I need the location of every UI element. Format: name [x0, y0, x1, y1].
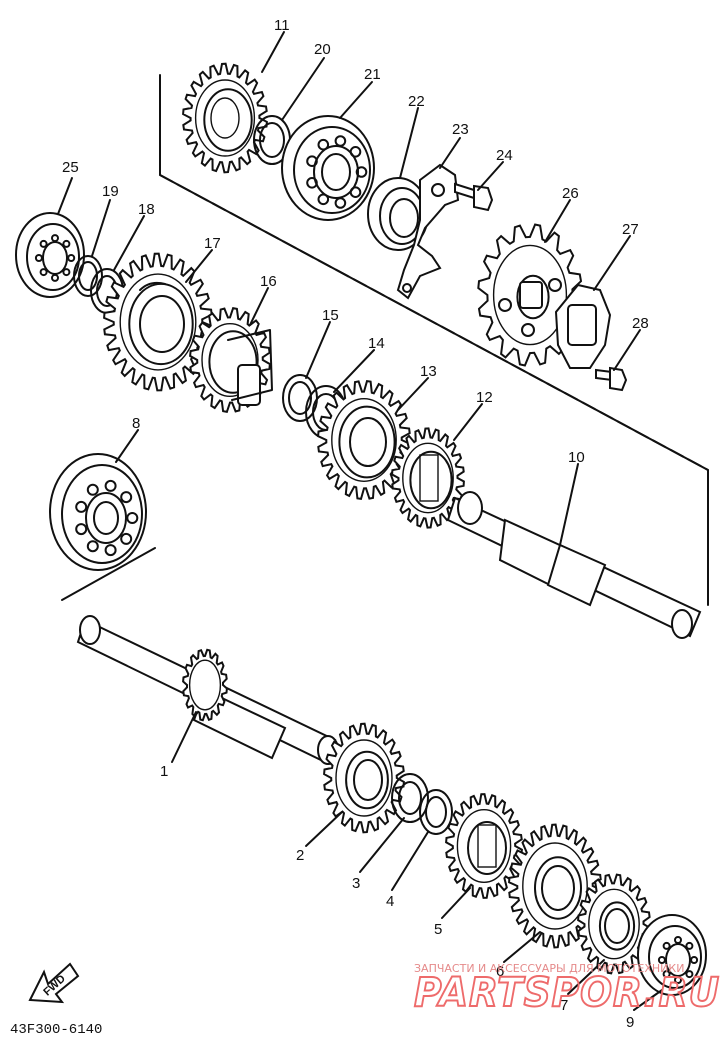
label-part-2: 2: [296, 847, 304, 864]
label-part-5: 5: [434, 921, 442, 938]
label-part-10: 10: [568, 449, 585, 466]
part-3-washer: [391, 773, 429, 823]
label-part-18: 18: [138, 201, 155, 218]
label-part-28: 28: [632, 315, 649, 332]
part-21-bearing: [281, 115, 375, 221]
part-10-drive-axle: [446, 491, 702, 639]
label-part-12: 12: [476, 389, 493, 406]
part-4-circlip: [419, 789, 453, 835]
label-part-27: 27: [622, 221, 639, 238]
label-part-25: 25: [62, 159, 79, 176]
part-9-bearing: [637, 914, 707, 996]
part-11-gear: [182, 62, 268, 174]
label-part-16: 16: [260, 273, 277, 290]
part-12-gear: [391, 427, 465, 529]
label-part-23: 23: [452, 121, 469, 138]
part-7-gear: [577, 873, 651, 975]
part-17-gear: [103, 252, 213, 392]
part-5-gear: [445, 793, 523, 899]
part-24-bolt: [454, 182, 494, 212]
label-part-3: 3: [352, 875, 360, 892]
part-2-gear: [323, 722, 405, 834]
label-part-17: 17: [204, 235, 221, 252]
part-16-gear: [189, 307, 273, 413]
label-part-24: 24: [496, 147, 513, 164]
label-part-1: 1: [160, 763, 168, 780]
part-8-bearing: [49, 453, 147, 571]
label-part-11: 11: [274, 17, 290, 34]
part-27-lock-washer: [554, 283, 612, 369]
label-part-22: 22: [408, 93, 425, 110]
label-part-26: 26: [562, 185, 579, 202]
part-code: 43F300-6140: [10, 1022, 102, 1038]
assembly-frame: [61, 74, 709, 606]
label-part-21: 21: [364, 66, 381, 83]
label-part-7: 7: [560, 997, 568, 1014]
leader-lines: [57, 31, 663, 1011]
label-part-14: 14: [368, 335, 385, 352]
watermark-tagline: ЗАПЧАСТИ И АКСЕССУАРЫ ДЛЯ МОТОТЕХНИКИ: [414, 962, 684, 975]
label-part-20: 20: [314, 41, 331, 58]
label-part-8: 8: [132, 415, 140, 432]
part-15-circlip: [282, 374, 318, 422]
part-13-gear: [317, 379, 411, 501]
watermark: ЗАПЧАСТИ И АКСЕССУАРЫ ДЛЯ МОТОТЕХНИКИ PA…: [413, 962, 720, 1017]
label-part-13: 13: [420, 363, 437, 380]
part-labels: 11 20 21 22 23 24 25 19 18 17 16 15 14 1…: [62, 17, 649, 1031]
part-26-sprocket: [477, 223, 583, 367]
fwd-arrow-icon: FWD: [28, 962, 80, 1004]
part-25-bearing: [15, 212, 85, 298]
label-part-6: 6: [496, 963, 504, 980]
label-part-9: 9: [626, 1014, 634, 1031]
watermark-logo: PARTSPOR.RU: [414, 970, 720, 1016]
part-19-circlip: [73, 255, 103, 297]
part-1-main-axle: [76, 615, 339, 765]
label-part-4: 4: [386, 893, 394, 910]
label-part-15: 15: [322, 307, 339, 324]
label-part-19: 19: [102, 183, 119, 200]
part-28-bolt: [595, 366, 628, 392]
